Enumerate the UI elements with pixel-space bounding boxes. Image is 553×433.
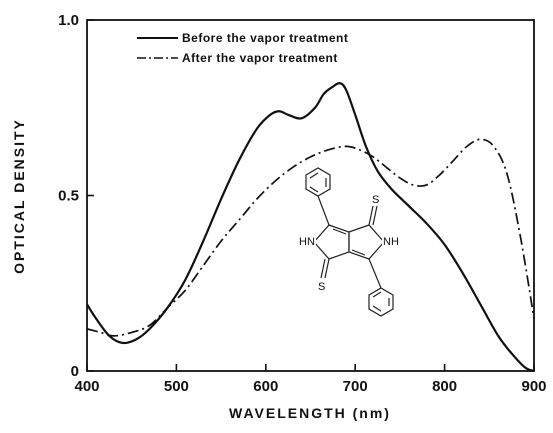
y-tick-label: 0.5 xyxy=(58,188,79,205)
series-layer xyxy=(86,81,535,373)
molecule-label-s-top: S xyxy=(372,194,379,206)
top-phenyl-ring xyxy=(305,167,331,197)
x-tick-labels: 400 500 600 700 800 900 xyxy=(74,378,546,395)
molecule-label-hn: HN xyxy=(299,236,315,248)
series-line-before-treatment xyxy=(86,81,535,373)
x-tick-label: 700 xyxy=(343,378,368,395)
x-axis-title: WAVELENGTH (nm) xyxy=(229,405,391,421)
molecule-labels: HN NH S S xyxy=(298,194,400,293)
x-tick-label: 900 xyxy=(521,378,546,395)
y-axis-title: OPTICAL DENSITY xyxy=(11,118,27,274)
left-pyrrole-ring xyxy=(313,224,350,260)
molecule-structure-inset xyxy=(305,167,394,317)
molecule-label-nh: NH xyxy=(383,236,399,248)
legend: Before the vapor treatment After the vap… xyxy=(137,31,348,65)
molecule-label-s-bottom: S xyxy=(318,281,325,293)
x-tick-label: 500 xyxy=(164,378,189,395)
y-tick-labels: 0 0.5 1.0 xyxy=(58,12,79,380)
right-pyrrole-ring xyxy=(348,224,385,260)
bottom-phenyl-ring xyxy=(368,287,394,317)
legend-label-after: After the vapor treatment xyxy=(182,51,338,65)
x-tick-label: 600 xyxy=(253,378,278,395)
series-line-after-treatment xyxy=(86,138,535,337)
y-tick-label: 0 xyxy=(71,363,79,380)
legend-label-before: Before the vapor treatment xyxy=(182,31,348,45)
x-tick-label: 400 xyxy=(74,378,99,395)
axis-ticks xyxy=(86,19,535,372)
y-tick-label: 1.0 xyxy=(58,12,79,29)
x-tick-label: 800 xyxy=(432,378,457,395)
